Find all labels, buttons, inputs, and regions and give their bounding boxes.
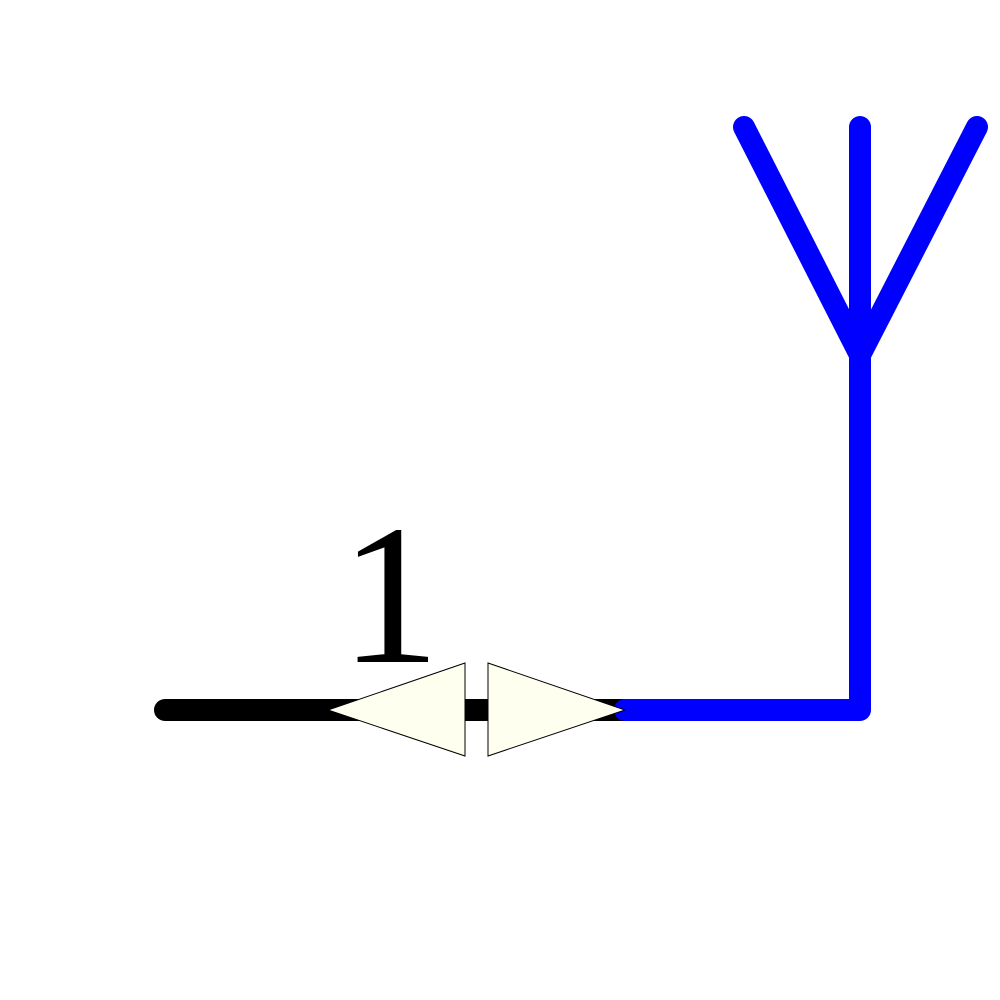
arrow-right-icon — [487, 662, 627, 757]
pin-number-label: 1 — [340, 485, 440, 706]
antenna-icon — [614, 116, 988, 721]
antenna-left-arm — [733, 116, 871, 366]
arrow-left-icon — [326, 662, 466, 757]
antenna-right-arm — [849, 116, 988, 366]
antenna-feed-line — [614, 116, 871, 721]
